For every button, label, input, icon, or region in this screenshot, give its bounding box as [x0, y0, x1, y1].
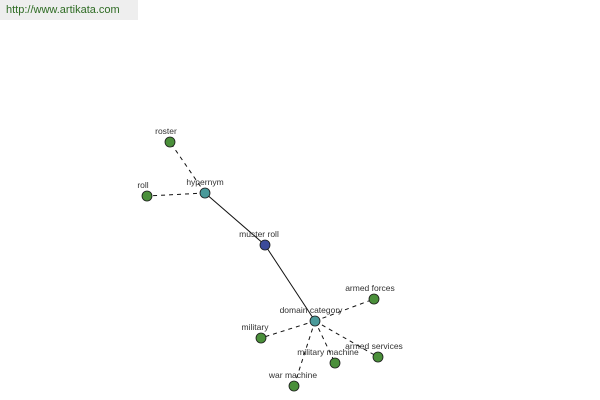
node-label-roll[interactable]: roll	[137, 180, 148, 190]
edge-domain-category-to-military	[260, 320, 316, 339]
node-circle-domain-category[interactable]	[309, 315, 321, 327]
node-roster[interactable]: roster	[155, 126, 177, 148]
node-label-military[interactable]: military	[242, 322, 270, 332]
edge-hypernym-to-roster	[169, 141, 206, 194]
node-war-machine[interactable]: war machine	[268, 370, 317, 392]
edge-muster-roll-to-domain-category	[264, 244, 316, 322]
node-label-armed-services[interactable]: armed services	[345, 341, 403, 351]
node-label-hypernym[interactable]: hypernym	[186, 177, 223, 187]
site-url-banner[interactable]: http://www.artikata.com	[0, 0, 138, 20]
edge-hypernym-to-roll	[146, 192, 206, 197]
node-circle-roster[interactable]	[164, 136, 176, 148]
node-circle-military[interactable]	[255, 332, 267, 344]
node-military[interactable]: military	[242, 322, 270, 344]
edge-domain-category-to-war-machine	[293, 320, 316, 387]
node-circle-war-machine[interactable]	[288, 380, 300, 392]
node-armed-forces[interactable]: armed forces	[345, 283, 395, 305]
node-muster-roll[interactable]: muster roll	[239, 229, 279, 251]
node-roll[interactable]: roll	[137, 180, 153, 202]
node-circle-roll[interactable]	[141, 190, 153, 202]
node-circle-armed-services[interactable]	[372, 351, 384, 363]
node-circle-muster-roll[interactable]	[259, 239, 271, 251]
node-label-roster[interactable]: roster	[155, 126, 177, 136]
edge-domain-category-to-armed-forces	[314, 298, 375, 322]
node-circle-military-machine[interactable]	[329, 357, 341, 369]
node-domain-category[interactable]: domain category	[280, 305, 344, 327]
node-military-machine[interactable]: military machine	[297, 347, 359, 369]
graph-edges	[146, 141, 379, 387]
node-hypernym[interactable]: hypernym	[186, 177, 224, 199]
graph-nodes: muster roll hypernym domain category roster…	[137, 126, 403, 392]
node-label-muster-roll[interactable]: muster roll	[239, 229, 279, 239]
node-circle-hypernym[interactable]	[199, 187, 211, 199]
node-label-war-machine[interactable]: war machine	[268, 370, 317, 380]
node-armed-services[interactable]: armed services	[345, 341, 403, 363]
edge-muster-roll-to-hypernym	[204, 192, 266, 246]
node-label-domain-category[interactable]: domain category	[280, 305, 344, 315]
node-label-military-machine[interactable]: military machine	[297, 347, 359, 357]
node-label-armed-forces[interactable]: armed forces	[345, 283, 395, 293]
node-circle-armed-forces[interactable]	[368, 293, 380, 305]
